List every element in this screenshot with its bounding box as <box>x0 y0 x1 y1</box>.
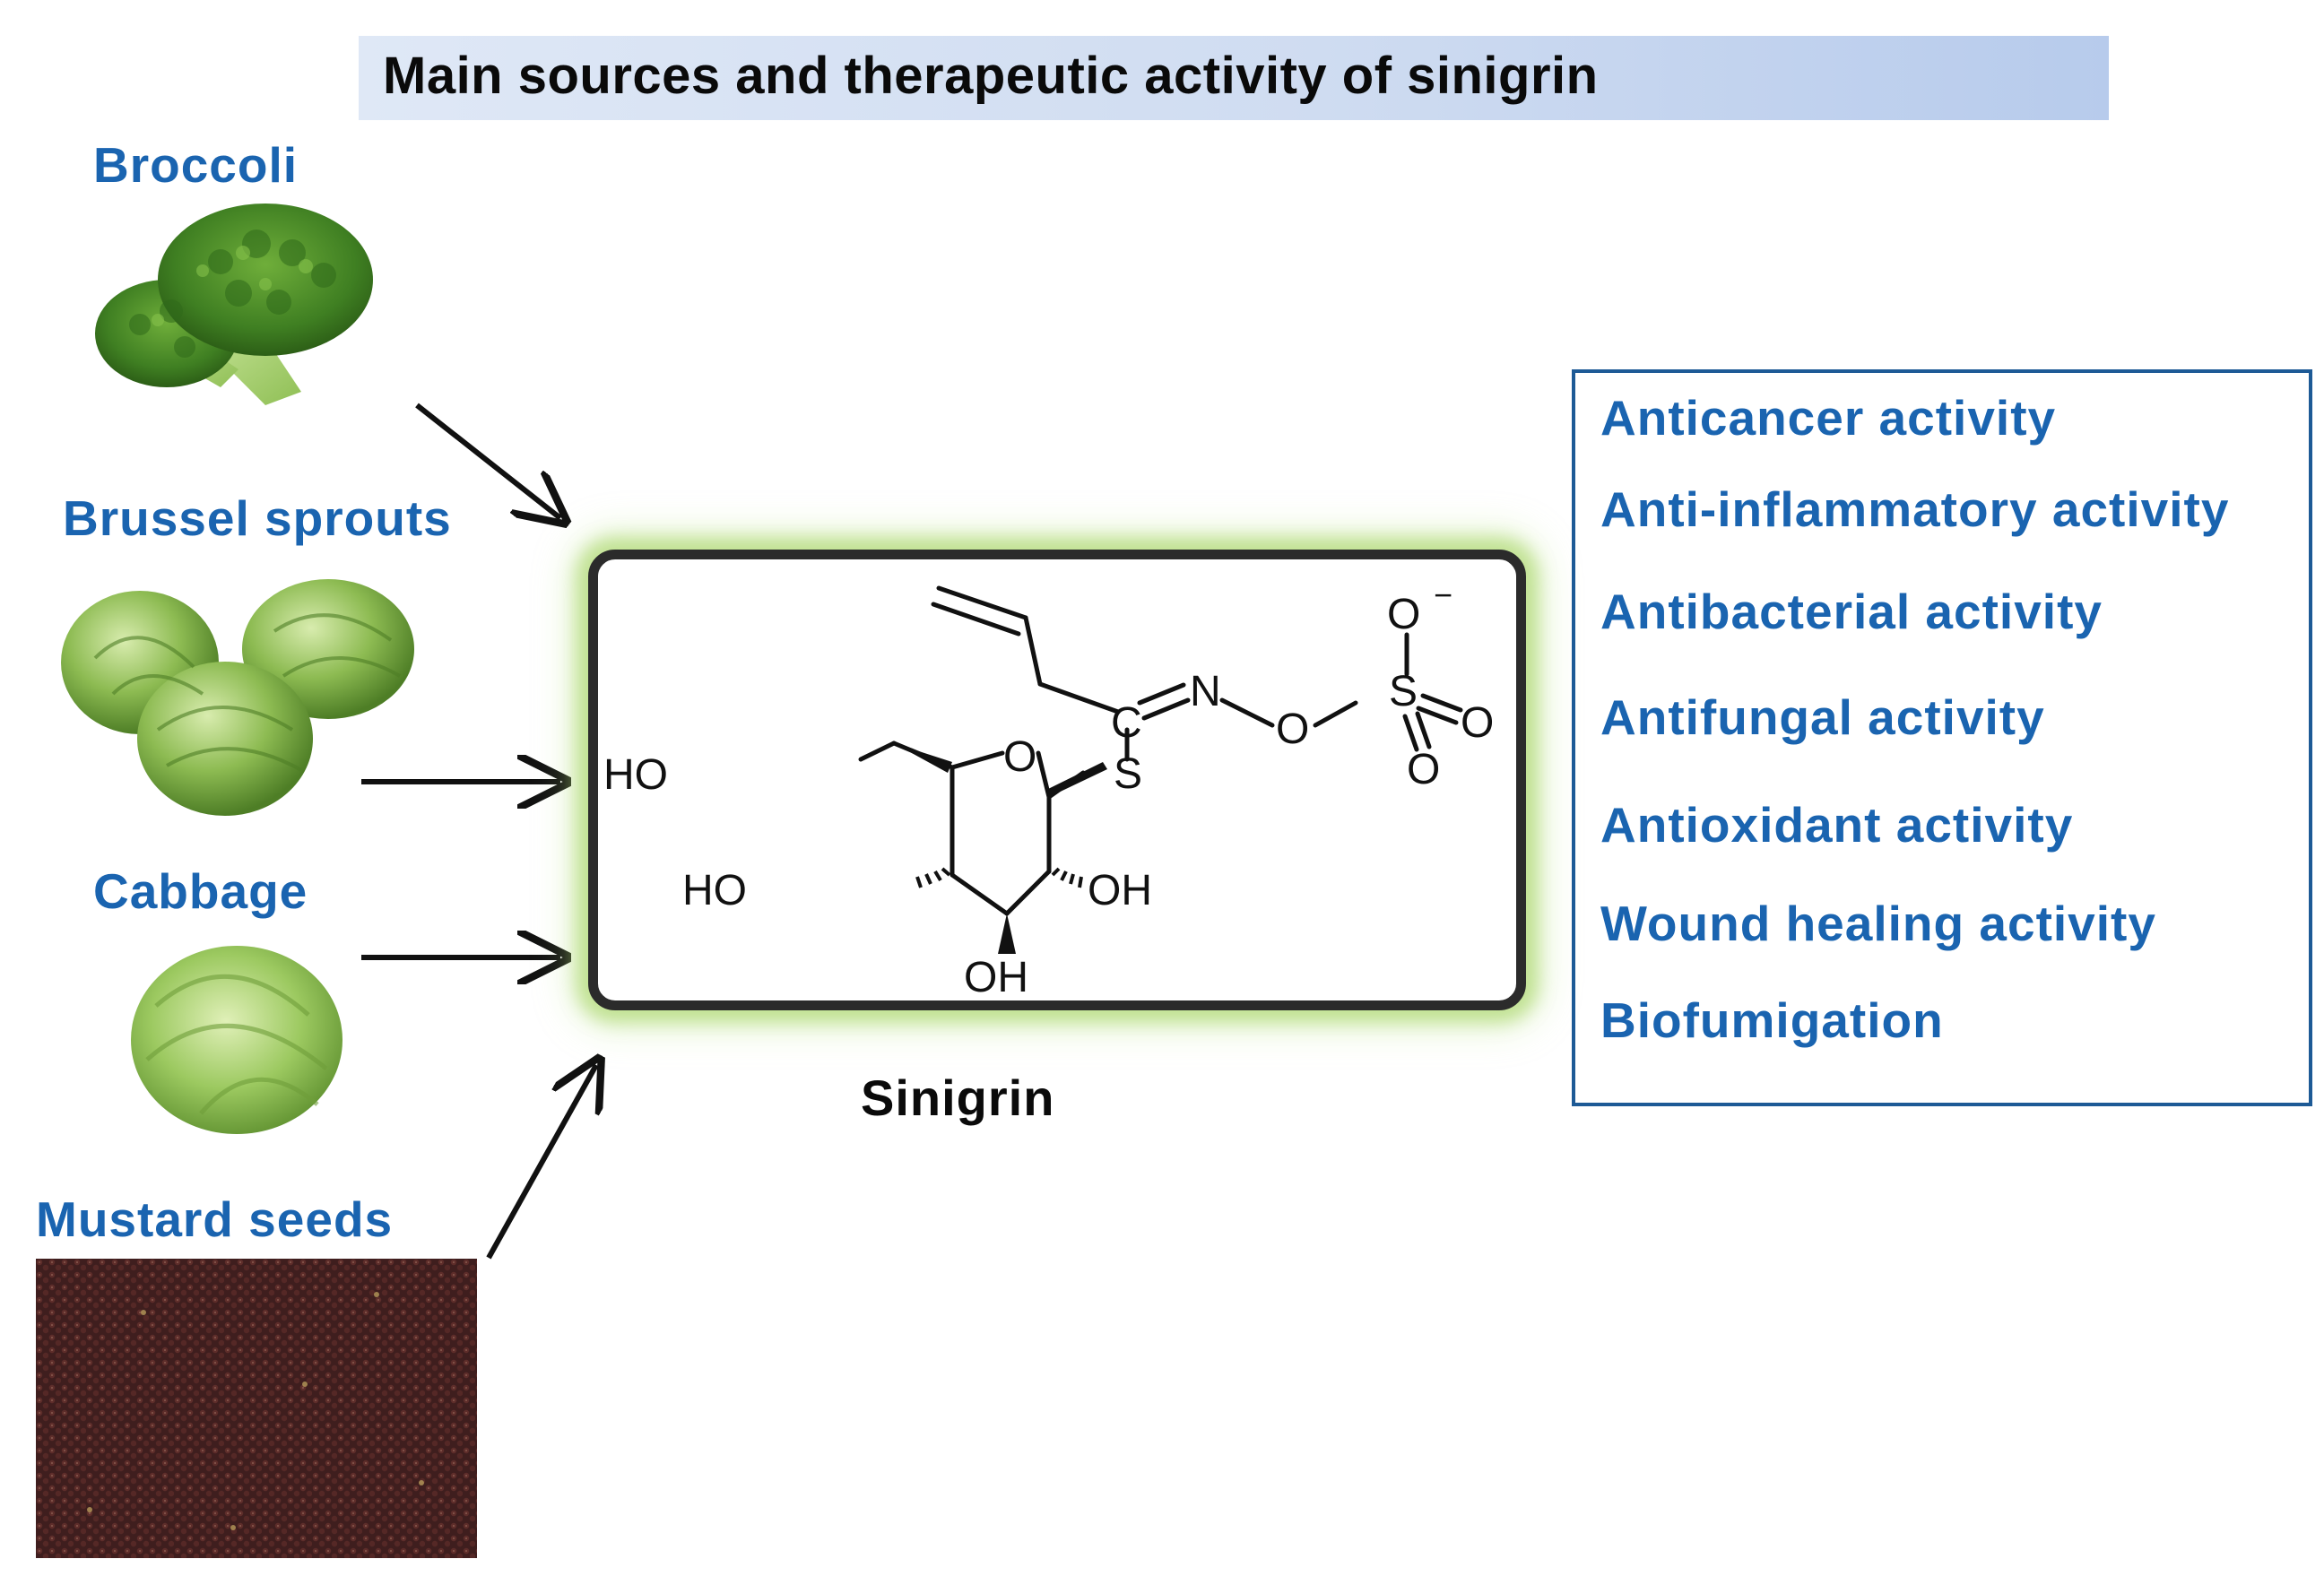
activity-anticancer: Anticancer activity <box>1600 390 2057 446</box>
atom-o-link: O <box>1276 706 1309 753</box>
atom-oh-right: OH <box>1088 867 1152 914</box>
molecule-caption: Sinigrin <box>861 1070 1055 1126</box>
activity-antifungal: Antifungal activity <box>1600 689 2045 745</box>
source-label-cabbage: Cabbage <box>93 863 308 919</box>
activity-wound-healing: Wound healing activity <box>1600 896 2156 951</box>
arrow-broccoli <box>415 403 560 518</box>
source-label-brussel-sprouts: Brussel sprouts <box>63 490 452 546</box>
source-label-mustard-seeds: Mustard seeds <box>36 1191 394 1247</box>
cabbage-image <box>131 946 343 1134</box>
atom-o-right: O <box>1461 699 1494 747</box>
activities-box: Anticancer activity Anti-inflammatory ac… <box>1572 369 2312 1106</box>
mustard-seeds-image <box>36 1259 477 1558</box>
activity-biofumigation: Biofumigation <box>1600 992 1944 1048</box>
molecule-frame: O − S O O N O C S O HO HO OH OH <box>588 550 1526 1010</box>
arrow-mustard-seeds <box>486 1065 596 1260</box>
activity-antibacterial: Antibacterial activity <box>1600 584 2103 639</box>
atom-s-thio: S <box>1114 750 1142 798</box>
source-label-broccoli: Broccoli <box>93 137 299 193</box>
atom-ho-top: HO <box>603 751 668 799</box>
activity-anti-inflammatory: Anti-inflammatory activity <box>1600 481 2230 537</box>
sinigrin-structure: O − S O O N O C S O HO HO OH OH <box>603 576 1494 1001</box>
atom-s-sulfonate: S <box>1389 668 1418 715</box>
brussel-sprouts-image <box>61 579 414 816</box>
atom-ho-left: HO <box>682 867 747 914</box>
atom-charge: − <box>1434 576 1452 613</box>
atom-o-below: O <box>1407 746 1440 793</box>
atom-o-minus: O <box>1387 591 1420 638</box>
atom-oh-bottom: OH <box>964 954 1028 1000</box>
figure-title: Main sources and therapeutic activity of… <box>383 47 1599 105</box>
atom-n: N <box>1190 668 1221 715</box>
atom-o-ring: O <box>1003 733 1036 781</box>
atom-c: C <box>1111 699 1142 747</box>
broccoli-image <box>95 204 373 405</box>
title-banner: Main sources and therapeutic activity of… <box>359 36 2109 120</box>
activity-antioxidant: Antioxidant activity <box>1600 797 2074 853</box>
